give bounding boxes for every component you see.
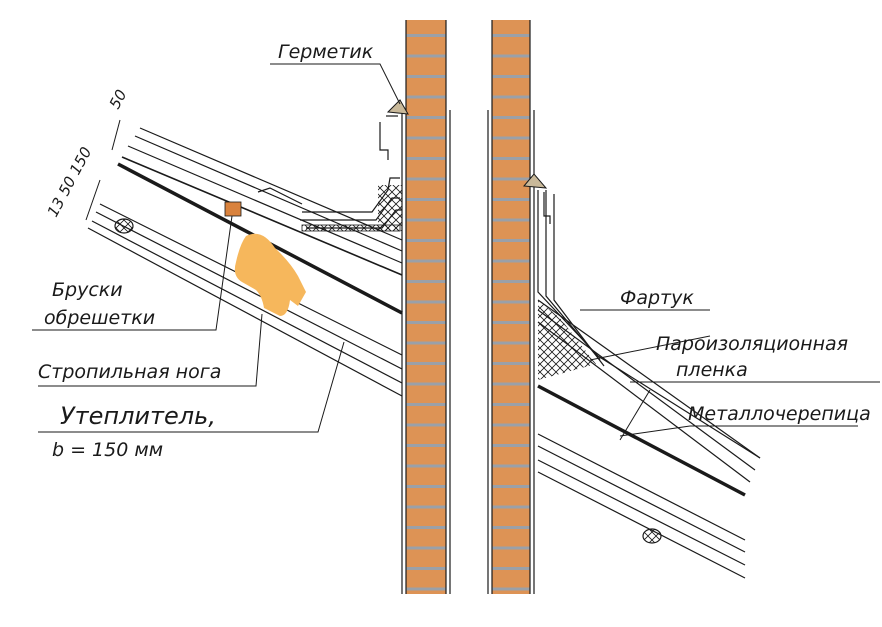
mortar-joint <box>492 485 530 488</box>
insulation-patch <box>234 233 306 316</box>
chimney-right-wall <box>487 20 535 594</box>
mortar-joint <box>492 218 530 222</box>
apron-step-left <box>257 187 303 205</box>
mortar-joint <box>406 321 446 324</box>
mortar-joint <box>492 95 530 99</box>
mortar-joint <box>406 198 446 201</box>
mortar-joint <box>492 341 530 345</box>
mortar-joint <box>492 546 530 550</box>
mortar-joint <box>406 177 446 181</box>
mortar-joint <box>492 423 530 427</box>
dimension-side: 13 50 150 <box>44 144 96 220</box>
mortar-joint <box>406 157 446 160</box>
mortar-joint <box>406 526 446 529</box>
sealant-cap-left <box>379 99 409 160</box>
mortar-joint <box>492 34 530 37</box>
mortar-joint <box>492 198 530 201</box>
label-vapor-2: пленка <box>676 359 748 381</box>
mortar-joint <box>406 239 446 242</box>
mortar-joint <box>492 280 530 283</box>
mortar-joint <box>406 423 446 427</box>
mortar-joint <box>406 341 446 345</box>
mortar-joint <box>492 157 530 160</box>
mortar-joint <box>492 177 530 181</box>
chimney-left-wall <box>401 20 451 594</box>
label-apron: Фартук <box>620 287 694 309</box>
label-battens-2: обрешетки <box>44 307 155 329</box>
mortar-joint <box>492 382 530 386</box>
sealant-cap-right <box>523 173 551 224</box>
mortar-joint <box>406 362 446 365</box>
mortar-joint <box>406 382 446 386</box>
mortar-joint <box>406 403 446 406</box>
mortar-joint <box>406 136 446 140</box>
mortar-joint <box>406 587 446 591</box>
mortar-joint <box>406 259 446 263</box>
mortar-joint <box>492 300 530 304</box>
mortar-joint <box>492 75 530 78</box>
sealing-roll-left <box>114 218 134 234</box>
mortar-joint <box>492 444 530 447</box>
mortar-joint <box>406 280 446 283</box>
label-vapor-1: Пароизоляционная <box>656 333 848 355</box>
mortar-joint <box>492 403 530 406</box>
brick-fill <box>406 20 446 594</box>
mortar-joint <box>406 567 446 570</box>
label-insulation-2: b = 150 мм <box>52 439 163 461</box>
mortar-joint <box>406 300 446 304</box>
mortar-joint <box>406 116 446 119</box>
mortar-joint <box>492 54 530 58</box>
label-rafter: Стропильная нога <box>38 361 221 383</box>
mortar-joint <box>406 464 446 468</box>
mortar-joint <box>492 321 530 324</box>
label-insulation-1: Утеплитель, <box>60 402 216 430</box>
sealing-roll-right <box>642 528 662 544</box>
lath-strip-left <box>301 224 401 232</box>
mortar-joint <box>406 444 446 447</box>
dimension-lines <box>85 119 121 221</box>
dimension-top: 50 <box>106 87 131 112</box>
mortar-joint <box>406 34 446 37</box>
mortar-joint <box>492 116 530 119</box>
mortar-joint <box>406 54 446 58</box>
mortar-joint <box>492 587 530 591</box>
mortar-joint <box>406 546 446 550</box>
label-sealant: Герметик <box>278 41 374 63</box>
mortar-joint <box>406 485 446 488</box>
flashing-right <box>537 190 761 459</box>
mortar-joint <box>406 75 446 78</box>
insulation-hatch-left <box>378 185 402 231</box>
mortar-joint <box>492 526 530 529</box>
mortar-joint <box>492 136 530 140</box>
leader-lines <box>32 63 880 441</box>
mortar-joint <box>492 567 530 570</box>
mortar-joint <box>492 505 530 509</box>
mortar-joint <box>406 95 446 99</box>
mortar-joint <box>492 239 530 242</box>
mortar-joint <box>492 259 530 263</box>
label-metal-tile: Металлочерепица <box>688 403 871 425</box>
mortar-joint <box>492 464 530 468</box>
mortar-joint <box>406 505 446 509</box>
lath-batten <box>224 201 242 217</box>
mortar-joint <box>406 218 446 222</box>
brick-fill <box>492 20 530 594</box>
insulation-hatch-right <box>538 300 596 380</box>
mortar-joint <box>492 362 530 365</box>
label-battens-1: Бруски <box>52 279 123 301</box>
